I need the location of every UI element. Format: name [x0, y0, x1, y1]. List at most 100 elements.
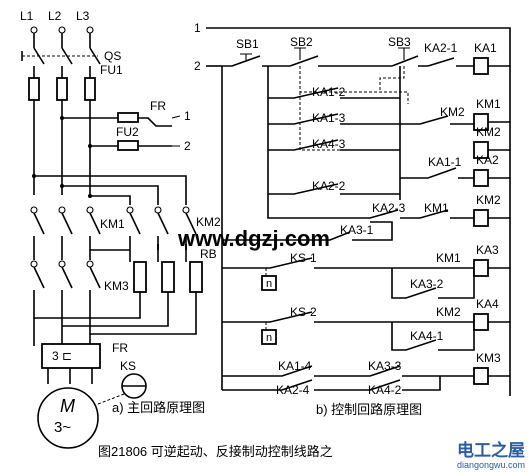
- ka2-3-label: KA2-3: [372, 201, 406, 215]
- coil-km2: KM2: [473, 125, 510, 159]
- km3-row-top: [222, 365, 474, 377]
- coil-km3: KM3: [473, 351, 510, 385]
- ks-2-row: [222, 311, 474, 323]
- ka3-2-branch: [391, 268, 475, 299]
- ka2-1-label: KA2-1: [424, 41, 458, 55]
- coil-ka1: KA1: [473, 41, 510, 75]
- sb1-label: SB1: [236, 37, 259, 51]
- ka2-2-label: KA2-2: [312, 179, 346, 193]
- ka4-2-label: KA4-2: [368, 383, 402, 397]
- ks-speed-relay: KS: [97, 359, 147, 405]
- rail1-label: 1: [194, 21, 201, 35]
- ka2-1-contact: [427, 57, 474, 67]
- ka1-1-contact: [400, 167, 474, 179]
- ka4-3-label: KA4-3: [312, 137, 346, 151]
- fu1-fuses: FU1: [28, 63, 123, 101]
- phase-label-l3: L3: [76, 9, 90, 23]
- terminal-l2: [58, 26, 66, 34]
- ks-1-row: [222, 257, 474, 269]
- coil-km3-label: KM3: [476, 351, 501, 365]
- fu2-branch: FR FU2 1 2: [60, 99, 191, 153]
- ka4-3-contact: [268, 139, 400, 151]
- ka1-1-label: KA1-1: [428, 155, 462, 169]
- ks-1-label: KS-1: [290, 251, 317, 265]
- km3-row-bottom: [222, 376, 441, 391]
- qs-label: QS: [104, 49, 121, 63]
- fr-relay-label: FR: [150, 99, 166, 113]
- fr-thermal-relay: 3 ⊏ FR: [41, 341, 128, 384]
- coil-km1-label: KM1: [476, 97, 501, 111]
- coil-ka1-label: KA1: [474, 41, 497, 55]
- ks-label: KS: [120, 359, 136, 373]
- rail-1: [206, 27, 511, 396]
- km3-contacts: KM3: [30, 260, 197, 346]
- ks-2-label: KS-2: [290, 305, 317, 319]
- watermark-url: www.dgzj.com: [177, 226, 330, 251]
- rail2-label: 2: [194, 59, 201, 73]
- ka3-2-label: KA3-2: [410, 277, 444, 291]
- coil-km2-b-label: KM2: [476, 193, 501, 207]
- fr-block-label: FR: [112, 341, 128, 355]
- ka1-2-contact: [268, 87, 400, 99]
- sb3-label: SB3: [388, 35, 411, 49]
- km2-feed-l1: [34, 175, 187, 205]
- coil-ka3-label: KA3: [476, 243, 499, 257]
- fu2-label: FU2: [116, 125, 139, 139]
- terminal-l3: [86, 26, 94, 34]
- ka1-3-row: [268, 113, 474, 125]
- logo-sub-text: diangongwu.com: [456, 460, 526, 470]
- km2-b-label: KM2: [436, 305, 461, 319]
- coil-ka2-label: KA2: [476, 153, 499, 167]
- km1-contact-label: KM1: [424, 201, 449, 215]
- qs-switch: QS: [21, 33, 121, 78]
- km2-feed-l2: [62, 185, 159, 205]
- rb-label: RB: [200, 247, 217, 261]
- coil-ka2: KA2: [473, 153, 510, 187]
- ks-1-symbol: n: [266, 278, 272, 290]
- ka3-3-label: KA3-3: [368, 359, 402, 373]
- main-circuit: L1 L2 L3 QS FU1: [20, 9, 221, 449]
- figure-caption: 图21806 可逆起动、反接制动控制线路之: [98, 444, 333, 459]
- coil-km2-b: KM2: [473, 193, 510, 227]
- motor-m-label: M: [60, 396, 75, 416]
- ks-2-sensor: [261, 329, 277, 345]
- control-circuit: 1 2 SB1 SB2 SB3 KA2-1 KA1: [194, 21, 511, 417]
- terminal-l1: [30, 26, 38, 34]
- coil-ka3: KA3: [473, 243, 510, 277]
- km2-feed-l3: [90, 195, 131, 205]
- km3-label: KM3: [104, 279, 129, 293]
- ka2-4-label: KA2-4: [276, 383, 310, 397]
- coil-ka4: KA4: [473, 297, 510, 331]
- ka3-1-contact: [222, 221, 393, 241]
- km2-contact-label: KM2: [440, 105, 465, 119]
- km2-label: KM2: [196, 215, 221, 229]
- sb2-button[interactable]: SB2: [289, 35, 392, 67]
- site-logo: 电工之屋 diangongwu.com: [454, 436, 528, 474]
- coil-ka4-label: KA4: [476, 297, 499, 311]
- fu1-label: FU1: [100, 63, 123, 77]
- ks-1-sensor: [261, 275, 277, 291]
- coil-km1: KM1: [473, 97, 510, 131]
- caption-a: a) 主回路原理图: [112, 400, 205, 415]
- sb1-button[interactable]: SB1: [222, 37, 290, 67]
- ka1-2-label: KA1-2: [312, 85, 346, 99]
- mechanical-link-2: [299, 92, 370, 151]
- ka4-1-branch: [391, 322, 475, 351]
- sb3-button[interactable]: SB3: [388, 35, 428, 67]
- ka2-2-contact: [268, 183, 400, 195]
- fu2-output-2: 2: [184, 139, 191, 153]
- coil-km2-label: KM2: [476, 125, 501, 139]
- sb2-label: SB2: [290, 35, 313, 49]
- mechanical-link-1: [299, 66, 409, 104]
- ka1-4-label: KA1-4: [278, 359, 312, 373]
- ks-2-symbol: n: [266, 332, 272, 344]
- km1-contacts: KM1: [30, 206, 125, 260]
- fu2-output-1: 1: [184, 109, 191, 123]
- phase-label-l1: L1: [20, 9, 34, 23]
- ka3-1-label: KA3-1: [340, 223, 374, 237]
- ka1-3-label: KA1-3: [312, 111, 346, 125]
- motor-phase-label: 3~: [54, 419, 71, 436]
- fr-symbol: 3 ⊏: [52, 349, 72, 363]
- main-bus-lines: [33, 100, 91, 195]
